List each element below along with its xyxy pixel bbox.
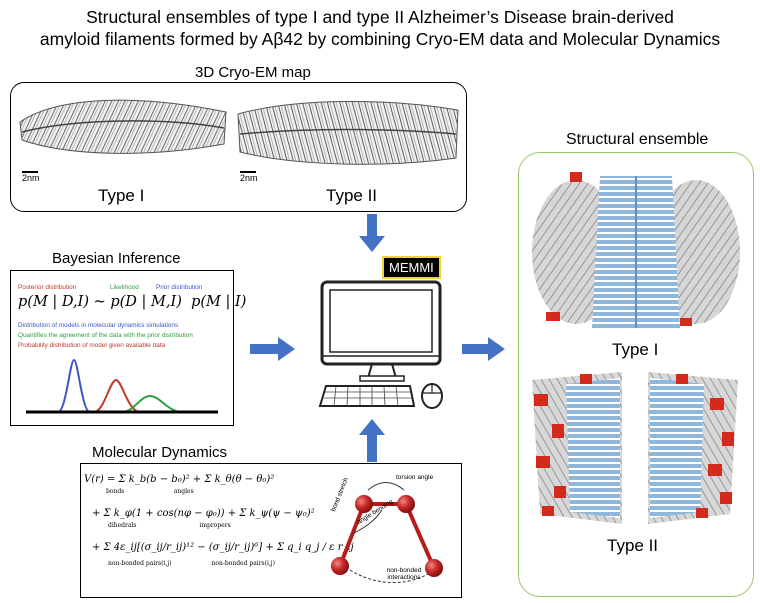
scale-bar-type1 (22, 171, 38, 173)
scale-label-type1: 2nm (22, 173, 40, 183)
md-equation-sub-3: non-bonded pairs(i,j) non-bonded pairs(i… (108, 560, 276, 567)
md-equation-sub-2: dihedrals impropers (108, 522, 231, 529)
likelihood-curve (121, 394, 183, 413)
arrow-down-from-cryo (359, 214, 385, 252)
bayesian-heading: Bayesian Inference (52, 250, 181, 267)
arrow-up-from-md (359, 419, 385, 462)
md-equation-line-2: + Σ k_φ(1 + cos(nφ − φ₀)) + Σ k_ψ(ψ − ψ₀… (92, 508, 315, 519)
scale-label-type2: 2nm (240, 173, 258, 183)
likelihood-label: Likelihood (110, 284, 139, 291)
computer-icon (318, 280, 443, 409)
bayes-equation: p(M | D,I) ~ p(D | M,I) p(M | I) (18, 294, 247, 310)
bayesian-panel (10, 270, 234, 426)
scale-bar-type2 (240, 171, 256, 173)
ensemble-type2-caption: Type II (607, 536, 659, 555)
torsion-label: torsion angle (396, 474, 434, 481)
posterior-curve (93, 378, 141, 413)
nonbonded-label: non-bonded interactions (386, 567, 422, 581)
prior-curve (57, 358, 91, 413)
memmi-label: MEMMI (382, 256, 441, 279)
cryo-type1-caption: Type I (98, 186, 145, 205)
ensemble-heading: Structural ensemble (566, 131, 709, 148)
md-heading: Molecular Dynamics (92, 444, 228, 461)
cryo-type2-caption: Type II (326, 186, 378, 205)
title-line-1: Structural ensembles of type I and type … (86, 7, 674, 27)
posterior-label: Posterior distribution (18, 284, 77, 291)
arrow-right-from-bayes (250, 337, 295, 361)
title-line-2: amyloid filaments formed by Aβ42 by comb… (39, 29, 721, 49)
cryo-em-map-type2 (237, 100, 459, 165)
cryo-em-map-type1 (19, 99, 227, 154)
md-equation-line-1: V(r) = Σ k_b(b − b₀)² + Σ k_θ(θ − θ₀)² (84, 474, 275, 485)
note-blue: Distribution of models in molecular dyna… (18, 322, 179, 329)
md-equation-sub-1: bonds angles (106, 488, 194, 495)
md-equation-line-3: + Σ 4ε_ij[(σ_ij/r_ij)¹² − (σ_ij/r_ij)⁶] … (92, 542, 354, 553)
ensemble-type1-caption: Type I (612, 340, 659, 359)
atom-diagram (331, 482, 443, 583)
note-green: Quantifies the agreement of the data wit… (18, 332, 193, 339)
note-red: Probability distribution of model given … (18, 342, 166, 349)
ensemble-structure-type1 (532, 172, 740, 328)
cryo-em-heading: 3D Cryo-EM map (195, 64, 311, 81)
ensemble-structure-type2 (532, 372, 738, 524)
arrow-right-to-ensemble (462, 337, 505, 361)
prior-label: Prior distribution (156, 284, 203, 291)
distribution-curves (26, 358, 218, 414)
